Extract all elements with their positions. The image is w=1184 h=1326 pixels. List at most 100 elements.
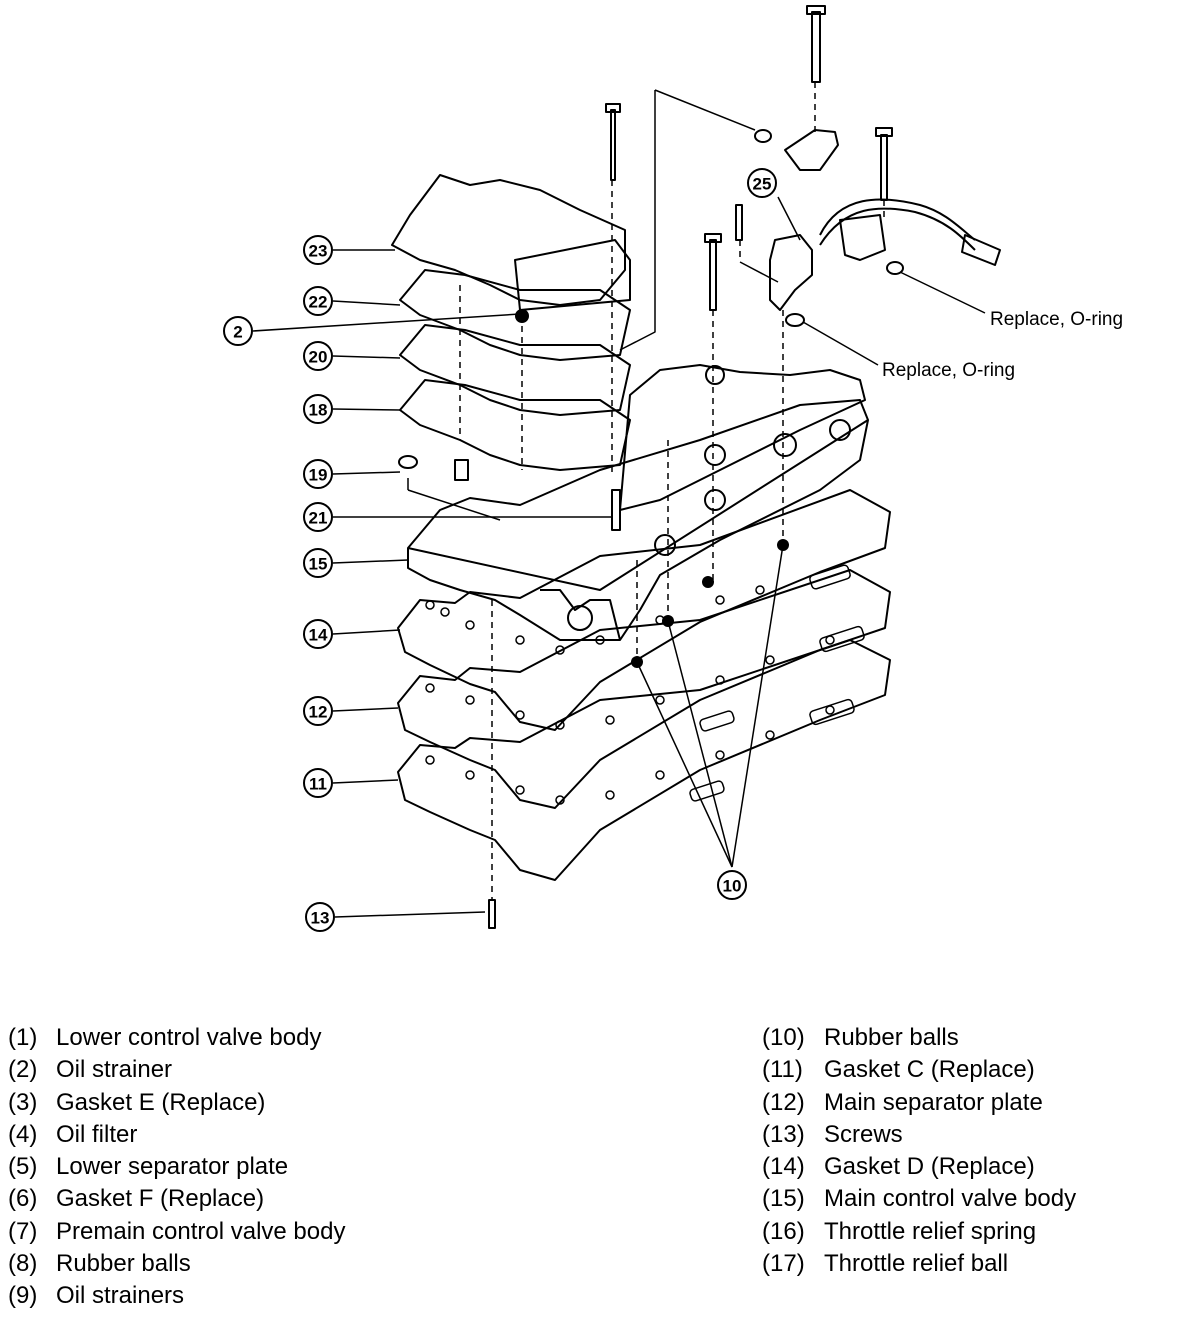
note-replace-oring-upper: Replace, O-ring [990, 309, 1123, 330]
legend-item: (4) Oil filter [8, 1119, 345, 1151]
main-body-front-lug [540, 589, 621, 641]
callout-circle-23 [303, 235, 333, 265]
legend-item: (7)Premain control valve body [8, 1216, 345, 1248]
legend-text: Lower control valve body [56, 1024, 322, 1051]
callout-circle-15 [303, 548, 333, 578]
callout-12: 12 [309, 703, 328, 722]
legend-number: (3) [8, 1088, 38, 1116]
leader-lines [252, 196, 986, 918]
main-separator-plate [397, 569, 891, 809]
main-body-bore-2 [654, 534, 676, 556]
legend-number: (8) [8, 1250, 38, 1278]
premain-bore-2 [704, 444, 726, 466]
legend-text: Gasket D (Replace) [824, 1153, 1035, 1181]
legend-number: (15) [762, 1185, 805, 1213]
callout-circle-20 [303, 341, 333, 371]
callout-23: 23 [309, 242, 328, 261]
callout-22: 22 [309, 293, 328, 312]
legend-text: Gasket F (Replace) [56, 1185, 265, 1213]
callout-circle-19 [303, 459, 333, 489]
callout-21: 21 [309, 509, 328, 528]
legend-text: Throttle relief ball [824, 1250, 1009, 1278]
legend-item: (17) Throttle relief ball [762, 1248, 1076, 1280]
legend-item: (13)Screws [762, 1119, 1076, 1151]
solenoid-assemblies [754, 129, 1001, 327]
legend-text: Gasket C (Replace) [824, 1056, 1035, 1084]
callout-19: 19 [309, 466, 328, 485]
legend-item: (8) Rubber balls [8, 1248, 345, 1280]
main-control-valve-body [407, 399, 869, 641]
callout-circle-10 [717, 870, 747, 900]
legend-number: (16) [762, 1217, 805, 1245]
callout-14: 14 [309, 626, 328, 645]
legend-number: (4) [8, 1120, 38, 1148]
premain-valve-body [619, 364, 866, 511]
legend-item: (14) Gasket D (Replace) [762, 1151, 1076, 1183]
legend-item: (15) Main control valve body [762, 1183, 1076, 1215]
callout-circle-13 [305, 902, 335, 932]
legend-number: (12) [762, 1088, 805, 1116]
legend-item: (2) Oil strainer [8, 1054, 345, 1086]
callout-10: 10 [723, 877, 742, 896]
bracket-line-solenoid-2 [739, 261, 779, 283]
callout-circle-21 [303, 502, 333, 532]
legend-text: Oil strainer [56, 1056, 173, 1084]
oil-strainer-part [398, 455, 418, 469]
legend-number: (14) [762, 1153, 805, 1181]
bolts [488, 5, 893, 929]
callout-11: 11 [309, 775, 327, 794]
callout-20: 20 [309, 348, 328, 367]
gasket-18 [399, 379, 631, 471]
legend-text: Rubber balls [56, 1250, 191, 1278]
callout-circle-22 [303, 286, 333, 316]
legend-text: Oil strainers [56, 1282, 185, 1310]
premain-bore-3 [704, 489, 726, 511]
note-replace-oring-lower: Replace, O-ring [882, 360, 1015, 381]
callout-circle-25 [747, 168, 777, 198]
plate-holes [425, 564, 865, 805]
legend-number: (11) [762, 1056, 803, 1084]
gasket-d-plate [397, 489, 891, 731]
legend-item: (5)Lower separator plate [8, 1151, 345, 1183]
premain-bore-4 [773, 433, 797, 457]
callout-circle-18 [303, 394, 333, 424]
legend-number: (2) [8, 1056, 38, 1084]
legend-text: Premain control valve body [56, 1217, 346, 1245]
legend-number: (6) [8, 1185, 38, 1213]
callout-circle-11 [303, 768, 333, 798]
legend-text: Lower separator plate [56, 1153, 289, 1181]
legend-text: Gasket E (Replace) [56, 1088, 266, 1116]
legend-number: (13) [762, 1120, 805, 1148]
alignment-lines [459, 82, 885, 900]
upper-valve-body-block [514, 239, 631, 311]
callout-15: 15 [309, 555, 328, 574]
callout-circle-12 [303, 696, 333, 726]
exploded-valve-body-diagram: 23 22 2 20 18 19 21 15 14 12 11 13 25 10… [223, 5, 1123, 932]
legend-text: Throttle relief spring [824, 1217, 1037, 1245]
gasket-c-plate [397, 639, 891, 881]
main-body-top-edge [407, 419, 869, 591]
main-body-bore-3 [829, 419, 851, 441]
parts-legend-left: (1) Lower control valve body (2) Oil strai… [8, 1022, 345, 1313]
callout-18: 18 [309, 401, 328, 420]
legend-item: (9) Oil strainers [8, 1280, 345, 1312]
legend-text: Oil filter [56, 1120, 138, 1148]
legend-number: (10) [762, 1024, 805, 1051]
upper-valve-body [391, 174, 626, 306]
legend-item: (11) Gasket C (Replace) [762, 1054, 1076, 1086]
oil-filter-part [454, 459, 469, 481]
main-body-bore [567, 605, 593, 631]
gasket-20 [399, 324, 631, 416]
legend-text: Main control valve body [824, 1185, 1077, 1213]
legend-number: (9) [8, 1282, 38, 1310]
legend-item: (3) Gasket E (Replace) [8, 1087, 345, 1119]
callout-circle-2 [223, 316, 253, 346]
legend-number: (17) [762, 1250, 805, 1278]
callout-2: 2 [233, 323, 242, 342]
bracket-line-solenoid [619, 90, 656, 351]
legend-item: (10)Rubber balls [762, 1022, 1076, 1054]
callout-13: 13 [311, 909, 330, 928]
premain-bore-1 [705, 365, 725, 385]
legend-item: (6) Gasket F (Replace) [8, 1183, 345, 1215]
legend-number: (1) [8, 1024, 38, 1051]
